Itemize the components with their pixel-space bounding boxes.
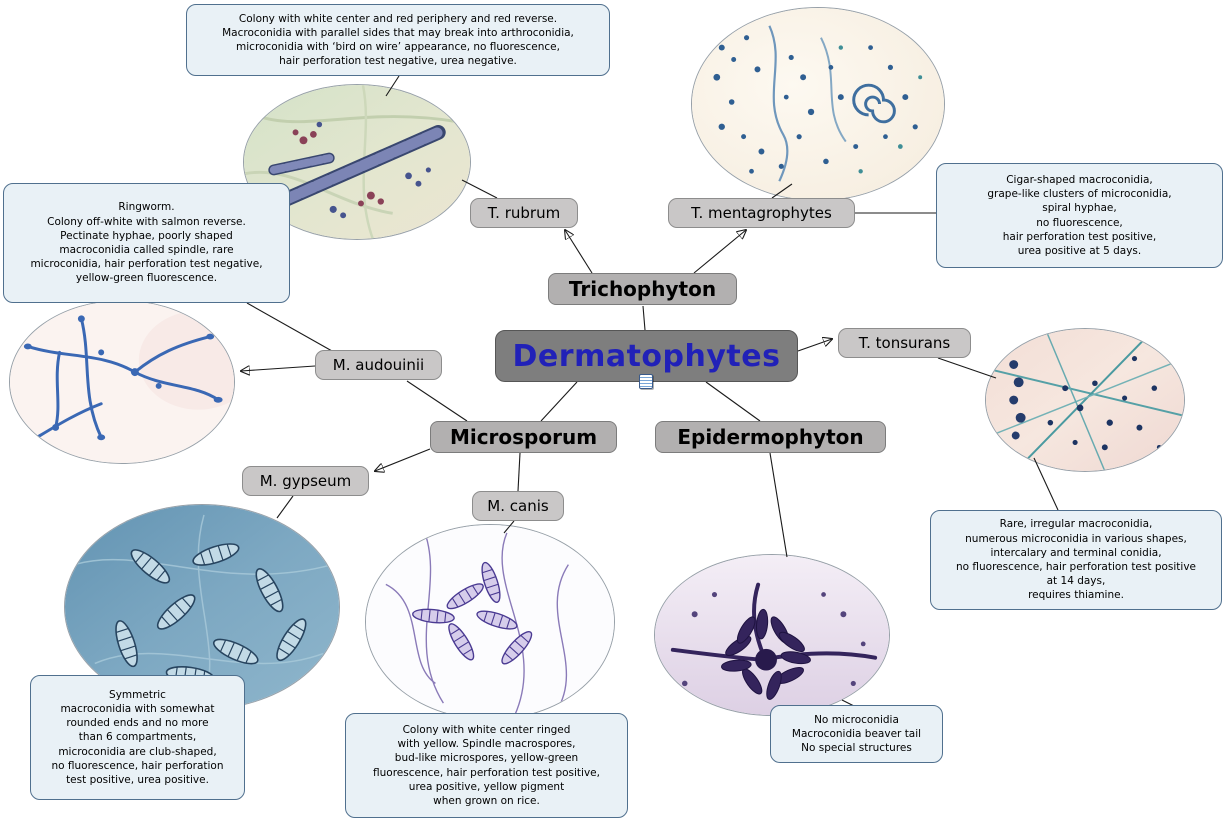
edge-microsporum-m-canis: [517, 452, 521, 492]
node-t-tonsurans[interactable]: T. tonsurans: [838, 328, 971, 358]
edge-note-m-audouinii: [246, 302, 333, 352]
node-m-canis[interactable]: M. canis: [472, 491, 564, 521]
m-canis-micrograph-art: [366, 525, 614, 719]
t-mentagrophytes-micrograph-art: [692, 8, 944, 200]
node-epidermophyton[interactable]: Epidermophyton: [655, 421, 886, 453]
edge-epidermophyton-micrograph: [769, 452, 788, 558]
m-canis-micrograph: [365, 524, 615, 720]
epidermophyton-micrograph: [654, 554, 890, 716]
node-dermatophytes[interactable]: Dermatophytes: [495, 330, 798, 382]
node-t-rubrum[interactable]: T. rubrum: [470, 198, 578, 228]
edge-microsporum-m-gypseum: [375, 448, 431, 471]
node-m-audouinii[interactable]: M. audouinii: [315, 350, 442, 380]
edge-t-tonsurans-micrograph: [937, 357, 997, 379]
note-t-rubrum: Colony with white center and red periphe…: [186, 4, 610, 76]
t-tonsurans-micrograph-art: [986, 329, 1184, 471]
node-t-mentagrophytes[interactable]: T. mentagrophytes: [668, 198, 855, 228]
m-audouinii-micrograph-art: [10, 301, 234, 463]
edge-t-rubrum-micrograph: [461, 179, 498, 199]
node-trichophyton[interactable]: Trichophyton: [548, 273, 737, 305]
note-t-tonsurans: Rare, irregular macroconidia, numerous m…: [930, 510, 1222, 610]
edge-trichophyton-t-mentagrophytes: [693, 230, 746, 274]
note-m-gypseum: Symmetric macroconidia with somewhat rou…: [30, 675, 245, 800]
note-m-audouinii: Ringworm. Colony off-white with salmon r…: [3, 183, 290, 303]
note-epidermophyton: No microconidia Macroconidia beaver tail…: [770, 705, 943, 763]
edge-dermatophytes-trichophyton: [642, 305, 646, 331]
edge-m-gypseum-micrograph: [276, 495, 294, 519]
t-mentagrophytes-micrograph: [691, 7, 945, 201]
t-tonsurans-micrograph: [985, 328, 1185, 472]
node-m-gypseum[interactable]: M. gypseum: [242, 466, 369, 496]
edge-m-audouinii-micrograph: [241, 365, 316, 371]
edge-dermatophytes-epidermophyton: [705, 381, 761, 422]
edge-microsporum-m-audouinii: [406, 380, 468, 422]
edge-dermatophytes-microsporum: [540, 381, 578, 422]
epidermophyton-micrograph-art: [655, 555, 889, 715]
note-t-mentagrophytes: Cigar-shaped macroconidia, grape-like cl…: [936, 163, 1223, 268]
node-microsporum[interactable]: Microsporum: [430, 421, 617, 453]
note-attachment-icon[interactable]: [639, 374, 653, 389]
edge-dermatophytes-t-tonsurans: [797, 339, 832, 352]
note-m-canis: Colony with white center ringed with yel…: [345, 713, 628, 818]
edge-trichophyton-t-rubrum: [565, 230, 593, 274]
m-audouinii-micrograph: [9, 300, 235, 464]
